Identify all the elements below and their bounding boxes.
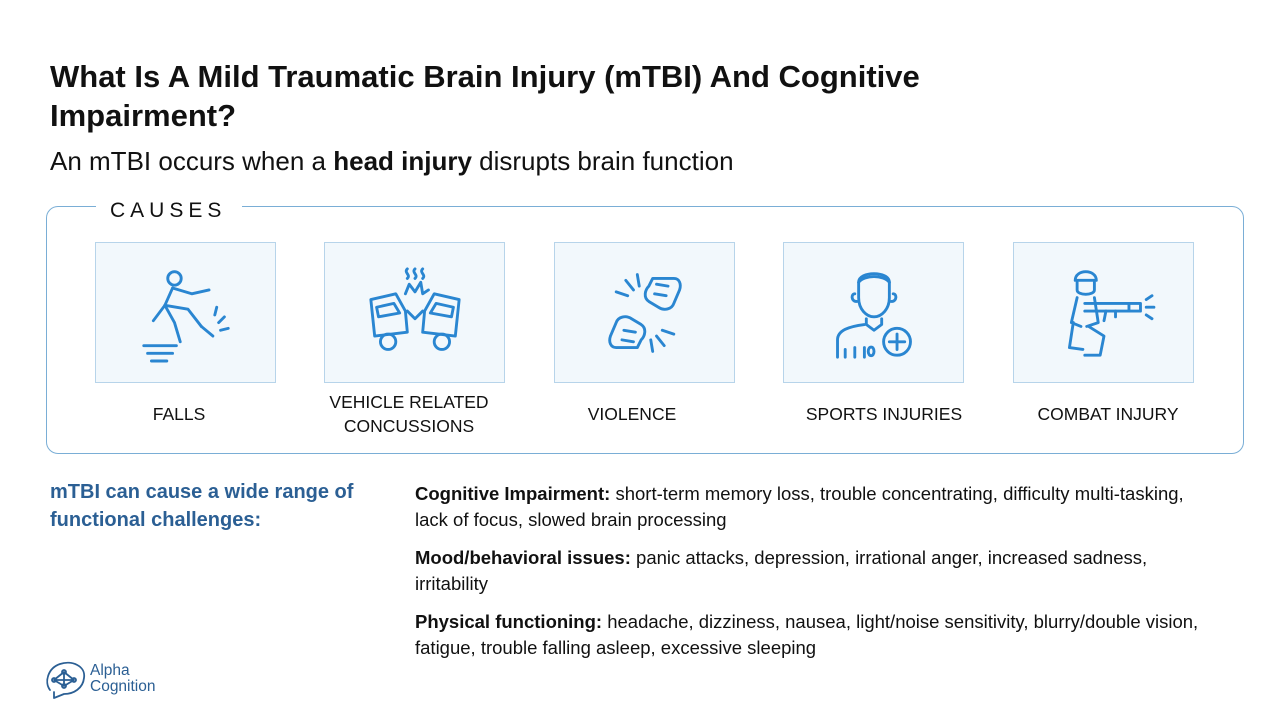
challenge-text: short-term memory loss, trouble concentr… bbox=[415, 483, 1184, 530]
page-subtitle: An mTBI occurs when a head injury disrup… bbox=[50, 144, 1150, 178]
page-title: What Is A Mild Traumatic Brain Injury (m… bbox=[50, 59, 920, 133]
cause-card-vehicle bbox=[324, 242, 505, 383]
cause-label-violence: VIOLENCE bbox=[587, 404, 677, 424]
causes-panel bbox=[46, 206, 1244, 454]
athlete-plus-icon bbox=[835, 271, 912, 359]
cause-label-combat: COMBAT INJURY bbox=[1037, 404, 1179, 424]
cause-label-falls: FALLS bbox=[152, 404, 206, 424]
cause-card-combat bbox=[1013, 242, 1194, 383]
subtitle-emphasis: head injury bbox=[333, 146, 472, 176]
company-logo: Alpha Cognition bbox=[44, 660, 184, 704]
person-slipping-icon bbox=[141, 269, 230, 362]
challenge-heading: Mood/behavioral issues: bbox=[415, 547, 631, 568]
company-name: Alpha Cognition bbox=[90, 663, 156, 695]
kneeling-soldier-icon bbox=[1067, 269, 1155, 357]
challenge-item-mood: Mood/behavioral issues: panic attacks, d… bbox=[415, 545, 1215, 597]
challenge-item-cognitive: Cognitive Impairment: short-term memory … bbox=[415, 481, 1215, 533]
challenge-heading: Cognitive Impairment: bbox=[415, 483, 611, 504]
company-name-line2: Cognition bbox=[90, 678, 156, 695]
cause-card-sports bbox=[783, 242, 964, 383]
challenge-heading: Physical functioning: bbox=[415, 611, 603, 632]
cause-card-falls bbox=[95, 242, 276, 383]
fist-bump-icon bbox=[607, 272, 682, 353]
car-collision-icon bbox=[368, 266, 461, 351]
challenge-text: panic attacks, depression, irrational an… bbox=[415, 547, 1148, 594]
cause-label-vehicle: VEHICLE RELATED CONCUSSIONS bbox=[329, 392, 489, 436]
challenges-list: Cognitive Impairment: short-term memory … bbox=[415, 481, 1215, 673]
challenge-item-physical: Physical functioning: headache, dizzines… bbox=[415, 609, 1215, 661]
challenge-text: headache, dizziness, nausea, light/noise… bbox=[415, 611, 1199, 658]
cause-label-sports: SPORTS INJURIES bbox=[805, 404, 963, 424]
subtitle-prefix: An mTBI occurs when a bbox=[50, 146, 334, 176]
cause-card-violence bbox=[554, 242, 735, 383]
brain-network-icon bbox=[46, 661, 85, 699]
subtitle-suffix: disrupts brain function bbox=[471, 146, 734, 176]
company-name-line1: Alpha bbox=[90, 662, 130, 679]
challenges-lead: mTBI can cause a wide range of functiona… bbox=[50, 481, 354, 531]
causes-heading: CAUSES bbox=[96, 197, 243, 225]
